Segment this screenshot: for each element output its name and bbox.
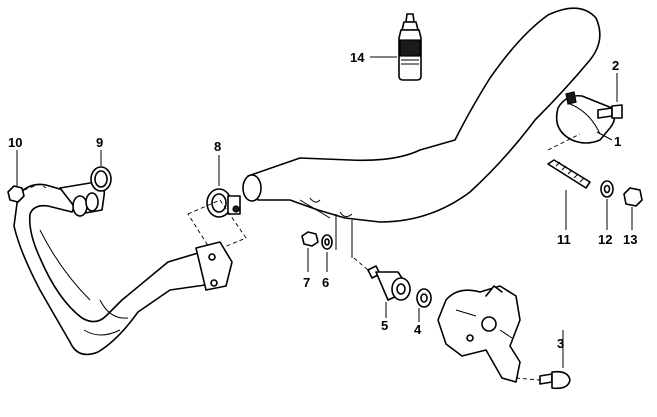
callout-14: 14 xyxy=(350,50,365,65)
footrest-plate xyxy=(437,285,521,383)
bracket-screw xyxy=(597,104,623,119)
bracket-axis xyxy=(547,133,581,151)
callout-3: 3 xyxy=(557,336,564,351)
sealant-bottle xyxy=(398,13,422,81)
callout-8: 8 xyxy=(214,139,221,154)
callout-10: 10 xyxy=(8,135,22,150)
pipe-clamp xyxy=(206,188,241,218)
leader-lines xyxy=(16,56,633,368)
stud-bolt xyxy=(547,159,591,189)
rubber-mount xyxy=(367,265,411,301)
cap-nut xyxy=(623,187,643,207)
rear-muffler-pipe xyxy=(242,7,601,223)
callout-7: 7 xyxy=(303,275,310,290)
washer-6 xyxy=(321,234,333,250)
header-nut xyxy=(7,185,25,203)
callout-6: 6 xyxy=(322,275,329,290)
nut-7 xyxy=(301,231,319,247)
callout-5: 5 xyxy=(381,318,388,333)
callout-12: 12 xyxy=(598,232,612,247)
callout-9: 9 xyxy=(96,135,103,150)
gasket-ring xyxy=(90,166,112,192)
callout-11: 11 xyxy=(557,232,571,247)
washer-12 xyxy=(600,180,614,198)
header-pipes xyxy=(13,181,233,356)
mount-axis xyxy=(353,257,369,271)
stud-lines xyxy=(335,214,353,258)
alignment-guide xyxy=(187,199,247,253)
muffler-bracket xyxy=(555,91,616,144)
bolt-axis xyxy=(515,377,541,381)
callout-4: 4 xyxy=(414,322,422,337)
callout-2: 2 xyxy=(612,58,619,73)
washer-4 xyxy=(416,288,432,308)
callout-13: 13 xyxy=(623,232,637,247)
callout-1: 1 xyxy=(614,134,621,149)
bolt-3 xyxy=(539,370,571,390)
nut-alignment xyxy=(23,183,47,191)
